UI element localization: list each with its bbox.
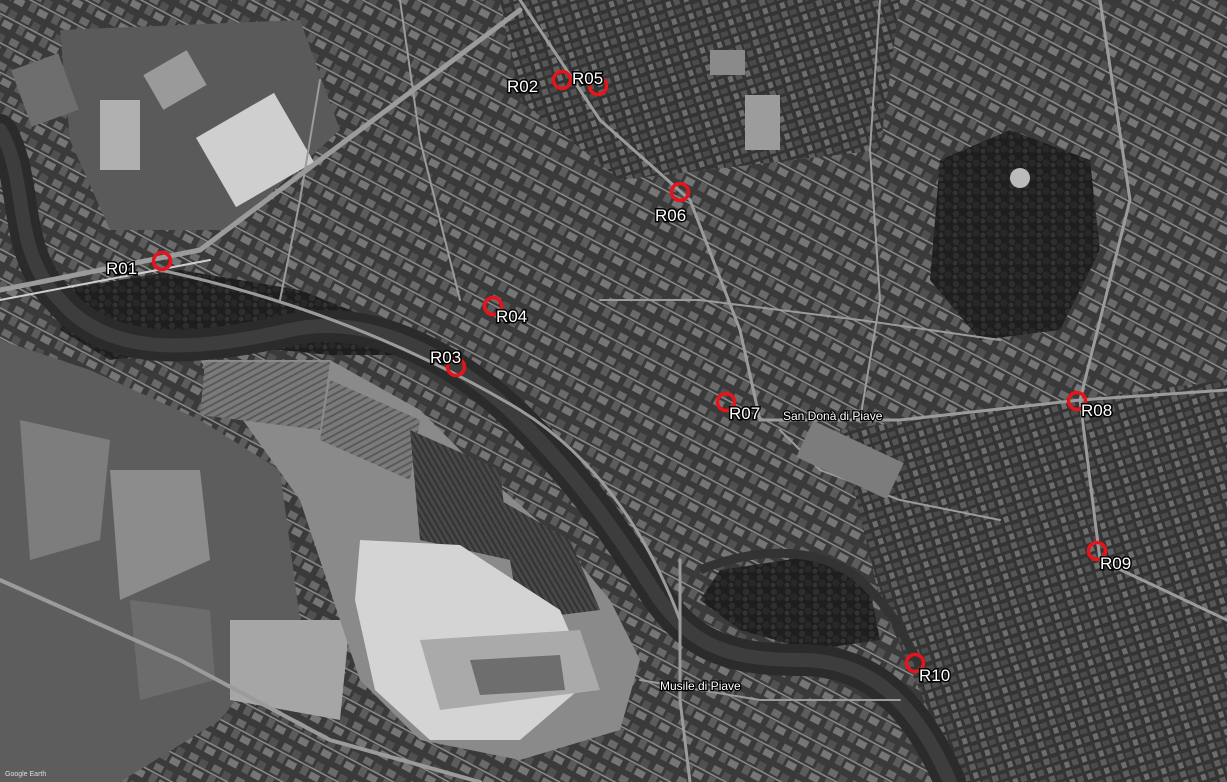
vineyard-north bbox=[200, 362, 330, 430]
park-area bbox=[930, 130, 1100, 340]
receiver-label: R01 bbox=[106, 259, 137, 278]
receiver-marker-r04[interactable]: R04 bbox=[482, 295, 529, 328]
receiver-ring bbox=[715, 391, 737, 413]
vineyard-middle bbox=[320, 380, 420, 480]
city-label: San Donà di Piave bbox=[783, 409, 883, 423]
receiver-marker-r10[interactable]: R10 bbox=[904, 652, 952, 687]
river-piave-highlight bbox=[0, 123, 957, 782]
receiver-label: R02 bbox=[507, 77, 538, 96]
industrial-roof bbox=[143, 50, 207, 110]
side-canal bbox=[698, 548, 924, 668]
field-west-plot bbox=[20, 420, 110, 560]
railway-yard bbox=[796, 420, 904, 500]
receiver-marker-r08[interactable]: R08 bbox=[1066, 390, 1114, 422]
urban-area-east bbox=[840, 380, 1227, 782]
industrial-roof bbox=[196, 92, 314, 208]
receiver-label: R10 bbox=[919, 666, 950, 685]
receiver-marker-r05[interactable]: R05 bbox=[571, 68, 609, 97]
sports-field bbox=[11, 53, 79, 127]
roundabout bbox=[1010, 168, 1030, 188]
receiver-marker-r02[interactable]: R02 bbox=[506, 69, 573, 98]
receiver-ring bbox=[904, 652, 926, 674]
riverside-woods-south bbox=[700, 555, 880, 650]
receiver-label: R07 bbox=[729, 404, 760, 423]
receiver-label: R06 bbox=[655, 206, 686, 225]
urban-area-north bbox=[500, 0, 900, 180]
industrial-roof bbox=[100, 100, 140, 170]
receiver-ring bbox=[482, 295, 504, 317]
receiver-label: R05 bbox=[572, 69, 603, 88]
receiver-label: R04 bbox=[496, 307, 527, 326]
stadium-field bbox=[745, 95, 780, 150]
town-label: Musile di Piave bbox=[660, 679, 741, 693]
receiver-marker-r07[interactable]: R07 bbox=[715, 391, 762, 425]
receiver-marker-r09[interactable]: R09 bbox=[1086, 540, 1133, 575]
receiver-ring bbox=[551, 69, 573, 91]
field-west-plot bbox=[110, 470, 210, 600]
bare-field-dark bbox=[470, 655, 565, 695]
receiver-label: R08 bbox=[1081, 401, 1112, 420]
receiver-ring bbox=[669, 181, 691, 203]
field-west-plot bbox=[230, 620, 350, 720]
sports-field-north bbox=[710, 50, 745, 75]
receiver-ring bbox=[151, 250, 173, 272]
receiver-marker-r03[interactable]: R03 bbox=[429, 347, 467, 378]
field-west-plot bbox=[130, 600, 215, 700]
receiver-label: R09 bbox=[1100, 554, 1131, 573]
map-credit: Google Earth bbox=[5, 771, 46, 778]
receiver-label: R03 bbox=[430, 348, 461, 367]
receiver-ring bbox=[445, 356, 467, 378]
receiver-ring bbox=[587, 75, 609, 97]
vineyard-dark bbox=[410, 430, 510, 560]
receiver-marker-r01[interactable]: R01 bbox=[105, 250, 173, 280]
receiver-ring bbox=[1066, 390, 1088, 412]
receiver-ring bbox=[1086, 540, 1108, 562]
receiver-marker-r06[interactable]: R06 bbox=[654, 181, 691, 227]
